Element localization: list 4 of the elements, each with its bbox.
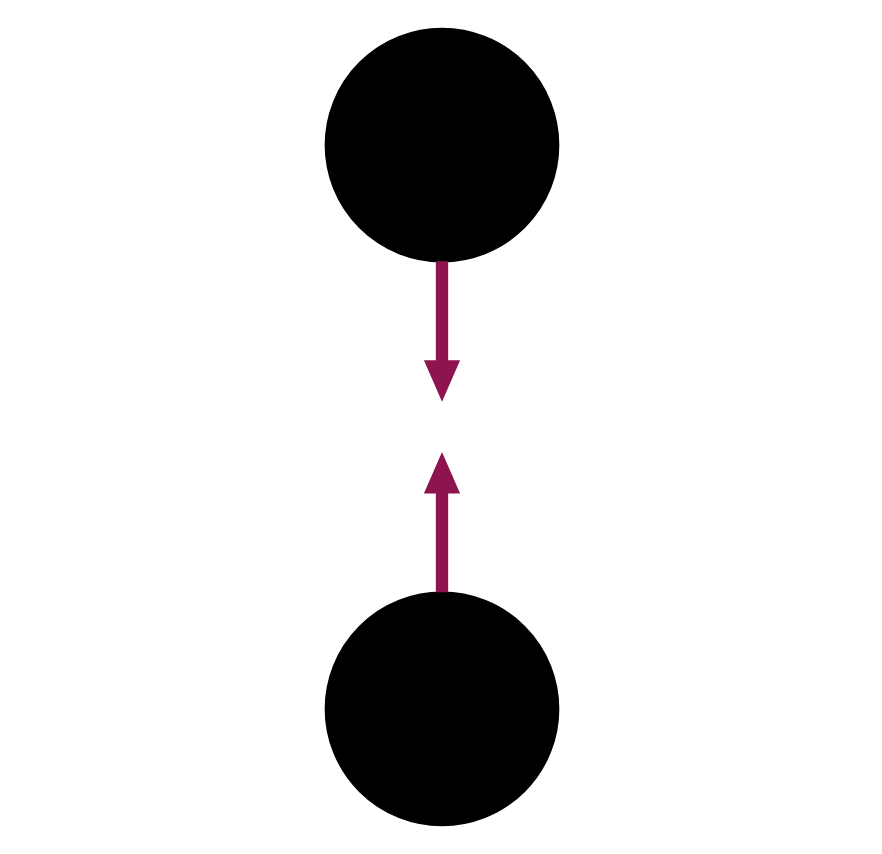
arrow (422, 452, 460, 593)
node-circle (323, 591, 559, 827)
arrow (422, 261, 460, 402)
node-circle (323, 27, 559, 263)
